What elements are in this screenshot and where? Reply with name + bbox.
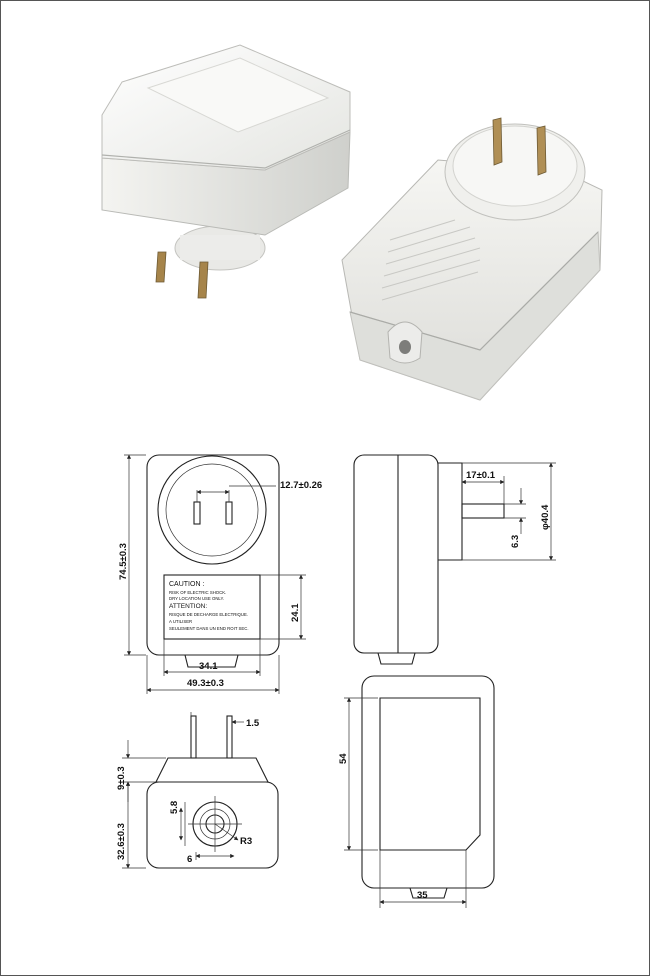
rear-view: 12.7±0.26 CAUTION : RISK OF ELECTRIC SHO… [118, 454, 322, 694]
dim-jack-a: 5.8 [169, 801, 180, 814]
label-attention: ATTENTION: [169, 603, 207, 610]
rear-prong-left [193, 501, 201, 525]
label-line-4: A UTILISER [169, 619, 192, 624]
top-view: 54 35 [338, 675, 495, 908]
dim-base-width: 35 [417, 890, 428, 901]
dim-prong-length: 17±0.1 [466, 470, 496, 481]
dim-width-total: 49.3±0.3 [187, 678, 224, 689]
adapter-photo-left [101, 44, 351, 299]
dim-jack-radius: R3 [240, 836, 252, 847]
bottom-view: 1.5 9±0.3 32.6±0.3 5.8 6 R3 [116, 712, 279, 869]
label-line-3: RISQUE DE DECHARGE ELECTRIQUE. [169, 612, 248, 617]
dim-prong-width: 6.3 [510, 535, 521, 548]
dim-prong-height: 9±0.3 [116, 766, 127, 790]
dim-prong-thickness: 1.5 [246, 718, 260, 729]
label-line-2: DRY LOCATION USE ONLY. [169, 596, 224, 601]
bottom-prong-left [190, 715, 197, 759]
prong-photo-right [197, 261, 209, 299]
technical-drawing: 12.7±0.26 CAUTION : RISK OF ELECTRIC SHO… [116, 454, 556, 908]
side-prong [461, 503, 505, 519]
prong-photo-left [155, 251, 167, 283]
dim-width-inner: 34.1 [199, 661, 218, 672]
caution-label [163, 574, 261, 640]
dim-height: 74.5±0.3 [118, 543, 129, 580]
label-line-1: RISK OF ELECTRIC SHOCK. [169, 590, 226, 595]
dim-jack-b: 6 [187, 854, 192, 865]
label-caution: CAUTION : [169, 581, 204, 588]
dim-label-height: 24.1 [290, 603, 301, 622]
rear-prong-right [225, 501, 233, 525]
product-photo [101, 44, 603, 401]
label-line-5: SEULEMENT DANS UN END ROIT SEC. [169, 626, 249, 631]
dim-base-length: 54 [338, 753, 349, 764]
bottom-prong-right [226, 715, 233, 759]
dim-depth: 32.6±0.3 [116, 823, 127, 860]
side-view: 17±0.1 6.3 φ40.4 [353, 454, 556, 665]
dim-pitch: 12.7±0.26 [280, 480, 322, 491]
dim-plug-diameter: φ40.4 [540, 504, 551, 530]
adapter-photo-right [341, 117, 603, 401]
